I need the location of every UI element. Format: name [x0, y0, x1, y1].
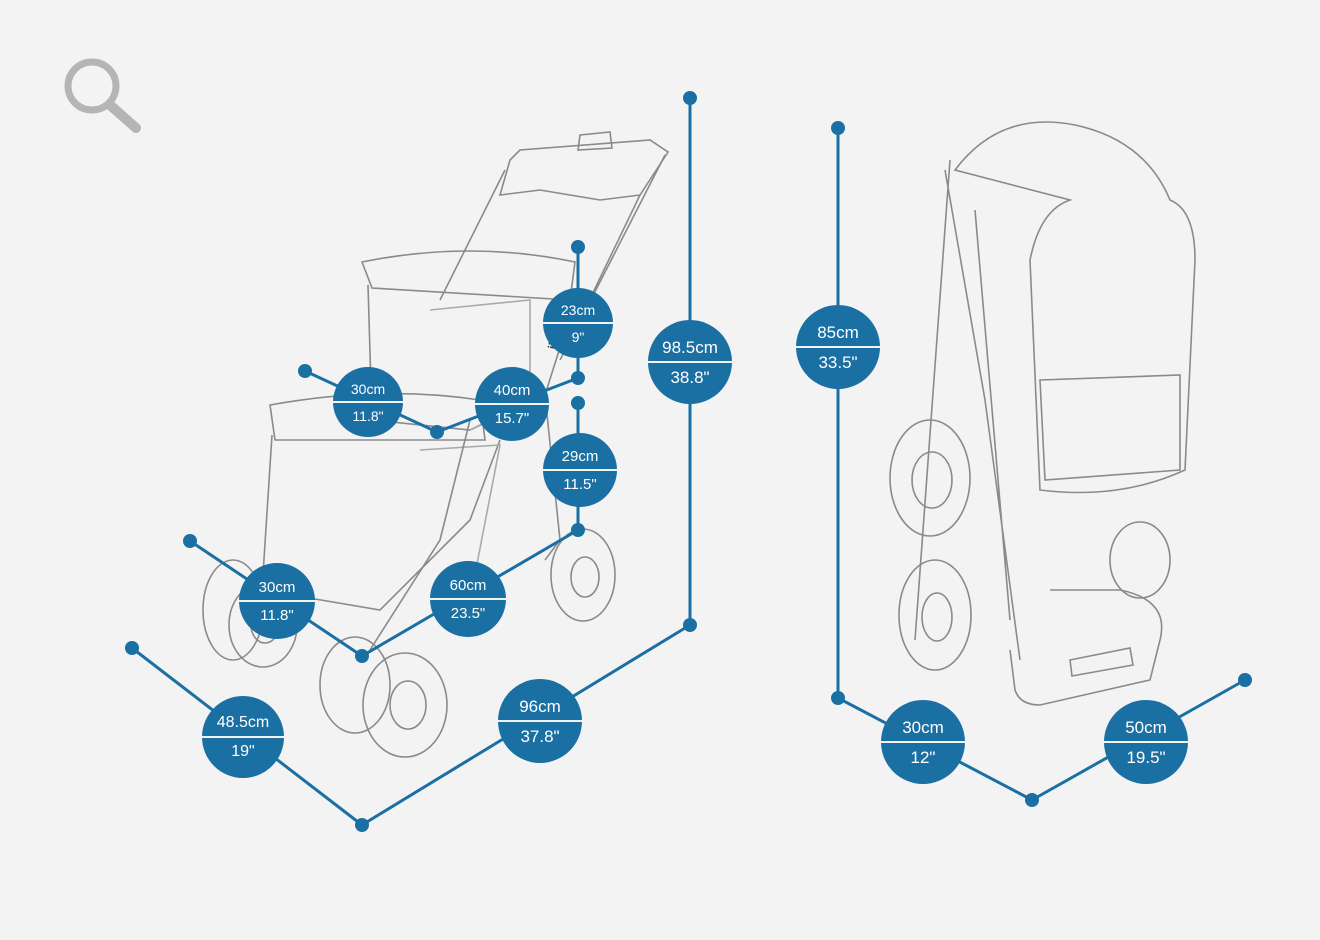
- label-in: 9": [543, 321, 613, 344]
- label-in: 38.8": [648, 360, 732, 386]
- label-cm: 30cm: [350, 380, 386, 397]
- label-in: 11.8": [239, 599, 315, 623]
- label-cm: 50cm: [1125, 717, 1167, 737]
- dim-lower-depth: 30cm 11.8": [239, 563, 315, 639]
- label-in: 19.5": [1104, 740, 1188, 766]
- search-icon[interactable]: [56, 52, 146, 142]
- dim-total-width: 48.5cm 19": [202, 696, 284, 778]
- label-cm: 30cm: [258, 578, 296, 596]
- label-cm: 29cm: [561, 447, 599, 465]
- label-in: 11.5": [543, 468, 617, 492]
- label-cm: 40cm: [493, 381, 531, 399]
- dim-lower-height: 29cm 11.5": [543, 433, 617, 507]
- label-in: 19": [202, 735, 284, 760]
- label-cm: 30cm: [902, 717, 944, 737]
- dim-upper-length: 40cm 15.7": [475, 367, 549, 441]
- label-cm: 98.5cm: [662, 337, 718, 357]
- label-cm: 96cm: [519, 696, 561, 716]
- dim-lower-length: 60cm 23.5": [430, 561, 506, 637]
- label-in: 11.8": [333, 400, 403, 423]
- label-in: 23.5": [430, 597, 506, 621]
- label-in: 12": [881, 740, 965, 766]
- dim-seat-upper-height: 23cm 9": [543, 288, 613, 358]
- dim-total-length: 96cm 37.8": [498, 679, 582, 763]
- dim-folded-height: 85cm 33.5": [796, 305, 880, 389]
- dim-folded-width: 30cm 12": [881, 700, 965, 784]
- label-cm: 23cm: [560, 301, 596, 318]
- dimension-lines: [131, 98, 1246, 827]
- dimension-endpoints: [125, 91, 1252, 832]
- label-cm: 60cm: [449, 576, 487, 594]
- label-cm: 85cm: [817, 322, 859, 342]
- label-in: 15.7": [475, 402, 549, 426]
- label-in: 37.8": [498, 719, 582, 745]
- dim-upper-depth: 30cm 11.8": [333, 367, 403, 437]
- dim-folded-length: 50cm 19.5": [1104, 700, 1188, 784]
- label-in: 33.5": [796, 345, 880, 371]
- stroller-folded-illustration: [889, 121, 1196, 706]
- dim-total-height: 98.5cm 38.8": [648, 320, 732, 404]
- label-cm: 48.5cm: [216, 713, 270, 731]
